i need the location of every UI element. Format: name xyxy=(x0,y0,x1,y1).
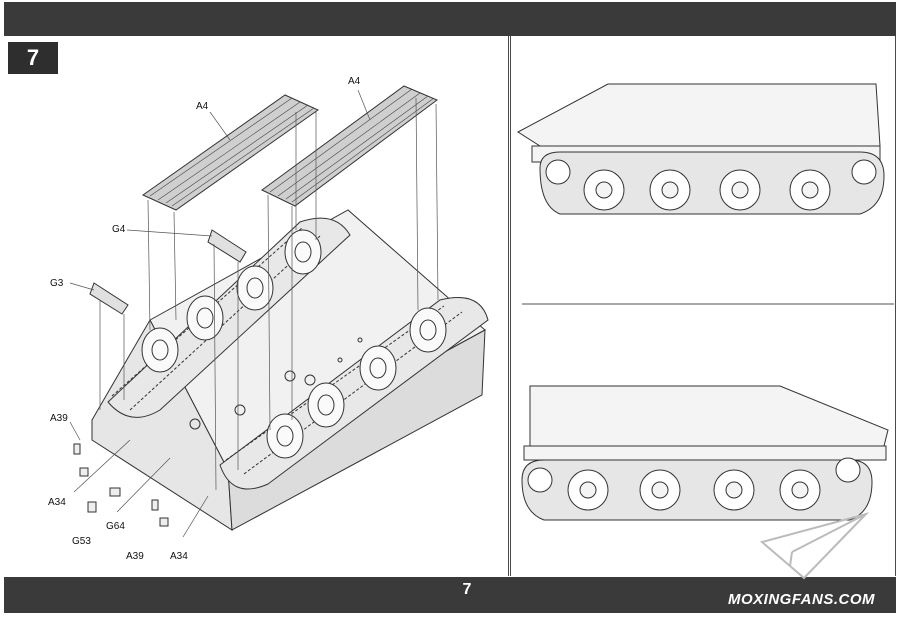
a4-left-links xyxy=(149,97,315,207)
g4-bracket xyxy=(207,229,247,263)
g3-bracket xyxy=(89,282,129,315)
right-road-wheels xyxy=(266,307,447,459)
step-number: 7 xyxy=(26,45,40,70)
callout-a4-left: A4 xyxy=(196,101,209,112)
footer-band xyxy=(4,577,896,613)
callout-g4: G4 xyxy=(112,224,126,235)
callout-a39-top: A39 xyxy=(50,413,68,424)
left-road-wheels xyxy=(141,229,322,373)
callout-g53: G53 xyxy=(72,536,91,547)
vehicle-side-view-top xyxy=(517,83,885,215)
callout-a4-right: A4 xyxy=(348,76,361,87)
vehicle-side-view-bottom xyxy=(521,385,889,521)
g64-part xyxy=(109,487,121,497)
a4-track-piece-left xyxy=(141,94,320,211)
callout-a39-bottom: A39 xyxy=(126,551,144,562)
callout-a34-bottom: A34 xyxy=(170,551,188,562)
header-band xyxy=(4,2,896,36)
callout-a34-left: A34 xyxy=(48,497,66,508)
a39-part-bottom xyxy=(151,499,159,511)
g53-part xyxy=(87,501,97,513)
a39-part-top xyxy=(73,443,81,455)
callout-g3: G3 xyxy=(50,278,64,289)
step-number-box: 7 xyxy=(8,42,58,74)
main-diagram-frame xyxy=(8,36,509,576)
site-watermark: MOXINGFANS.COM xyxy=(728,591,876,608)
side-view-frame xyxy=(510,36,896,576)
paper-plane-icon xyxy=(759,512,870,580)
callout-g64: G64 xyxy=(106,521,125,532)
a34-part-bottom xyxy=(159,517,169,527)
page-number: 7 xyxy=(462,581,472,598)
a34-part-left xyxy=(79,467,89,477)
